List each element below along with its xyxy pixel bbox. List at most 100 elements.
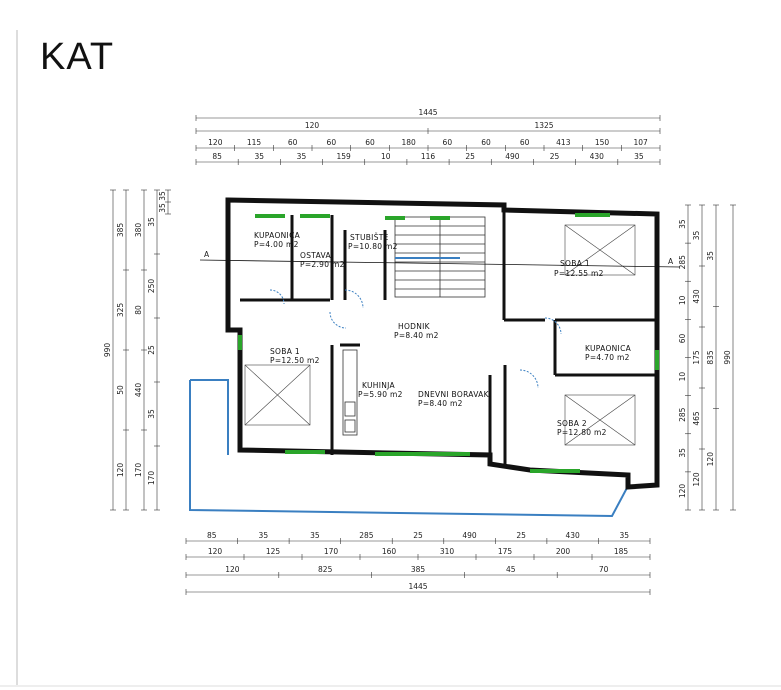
dimension-label: 159 [336, 152, 351, 161]
dimension-label: 160 [382, 547, 397, 556]
dimension-label: 120 [305, 121, 320, 130]
dimension-label: 35 [678, 219, 687, 229]
dimension-label: 25 [413, 531, 423, 540]
dimension-label: 60 [678, 333, 687, 343]
dimension-label: 990 [103, 343, 112, 358]
kitchen-counter [342, 349, 358, 436]
dimension-label: 310 [440, 547, 455, 556]
dimension-label: 1325 [534, 121, 553, 130]
dimension-label: 385 [411, 565, 426, 574]
dimension-label: 25 [465, 152, 475, 161]
dimension-label: 60 [443, 138, 453, 147]
room-area: P=5.90 m2 [358, 390, 403, 399]
dimension-label: 440 [134, 383, 143, 398]
dimension-label: 107 [634, 138, 649, 147]
dimension-label: 60 [481, 138, 491, 147]
section-line: A A [199, 250, 681, 268]
dimension-label: 35 [254, 152, 264, 161]
room-area: P=4.70 m2 [585, 353, 630, 362]
room-name: SOBA 1 [560, 259, 590, 268]
dimension-label: 430 [692, 289, 701, 304]
dimension-label: 35 [158, 203, 167, 213]
room-area: P=12.80 m2 [557, 428, 607, 437]
dimension-label: 120 [692, 472, 701, 487]
room-area: P=12.50 m2 [270, 356, 320, 365]
dimension-label: 35 [147, 409, 156, 419]
dimension-label: 185 [614, 547, 629, 556]
dimension-label: 85 [212, 152, 222, 161]
dimension-label: 490 [462, 531, 477, 540]
dimension-label: 60 [288, 138, 298, 147]
dimension-label: 120 [678, 484, 687, 499]
dimension-label: 120 [116, 463, 125, 478]
dimension-label: 35 [158, 191, 167, 201]
windows [238, 213, 659, 473]
room-area: P=12.55 m2 [554, 269, 604, 278]
room-area: P=8.40 m2 [418, 399, 463, 408]
dimension-label: 80 [134, 305, 143, 315]
dimension-label: 285 [359, 531, 374, 540]
dimension-label: 35 [310, 531, 320, 540]
dimension-label: 250 [147, 279, 156, 294]
room-name: STUBIŠTE [350, 233, 389, 242]
room-labels: KUPAONICA P=4.00 m2 OSTAVA P=2.90 m2 STU… [254, 231, 631, 437]
dimension-label: 825 [318, 565, 333, 574]
dimension-label: 35 [259, 531, 269, 540]
room-name: HODNIK [398, 322, 431, 331]
dimension-label: 35 [706, 251, 715, 261]
staircase [394, 216, 486, 298]
dimension-label: 380 [134, 223, 143, 238]
room-name: KUPAONICA [254, 231, 301, 240]
dimension-label: 25 [550, 152, 560, 161]
dimension-label: 120 [208, 547, 223, 556]
dimension-label: 385 [116, 223, 125, 238]
dimension-label: 170 [134, 463, 143, 478]
dimension-label: 835 [706, 350, 715, 365]
dimension-label: 170 [324, 547, 339, 556]
dimension-label: 490 [505, 152, 520, 161]
dimension-label: 10 [678, 372, 687, 382]
dimension-label: 115 [247, 138, 262, 147]
section-marker-right: A [668, 257, 674, 266]
dimension-label: 175 [498, 547, 513, 556]
dimension-label: 60 [520, 138, 530, 147]
dimension-label: 1445 [418, 108, 437, 117]
dimension-label: 1445 [408, 582, 427, 591]
dimension-label: 990 [723, 350, 732, 365]
room-name: OSTAVA [300, 251, 331, 260]
door-swings [269, 289, 562, 389]
dimension-label: 430 [590, 152, 605, 161]
dimension-label: 60 [365, 138, 375, 147]
section-marker-left: A [204, 250, 210, 259]
dimension-label: 10 [678, 295, 687, 305]
terrace-outline [189, 379, 629, 518]
dimension-label: 25 [516, 531, 526, 540]
dimension-label: 465 [692, 411, 701, 426]
room-name: SOBA 1 [270, 347, 300, 356]
dimension-label: 50 [116, 385, 125, 395]
dimension-label: 120 [706, 452, 715, 467]
dimension-label: 285 [678, 255, 687, 270]
dimension-label: 35 [147, 217, 156, 227]
dimension-label: 10 [381, 152, 391, 161]
dimension-label: 170 [147, 471, 156, 486]
room-name: KUHINJA [362, 381, 396, 390]
dimension-label: 60 [327, 138, 337, 147]
dimension-label: 120 [225, 565, 240, 574]
dimension-label: 150 [595, 138, 610, 147]
room-area: P=10.80 m2 [348, 242, 398, 251]
dimension-label: 125 [266, 547, 281, 556]
dimension-label: 35 [634, 152, 644, 161]
dimension-label: 180 [402, 138, 417, 147]
dimension-label: 35 [692, 231, 701, 241]
beds [244, 224, 636, 446]
room-name: DNEVNI BORAVAK [418, 390, 490, 399]
interior-walls [240, 210, 655, 465]
floor-title: KAT [40, 36, 115, 78]
dimension-label: 35 [297, 152, 307, 161]
dimension-label: 120 [208, 138, 223, 147]
dimension-label: 85 [207, 531, 217, 540]
room-name: SOBA 2 [557, 419, 587, 428]
